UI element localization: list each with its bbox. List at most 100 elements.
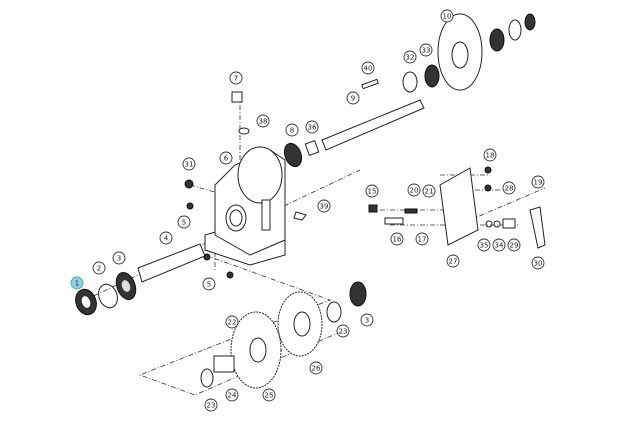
bushing — [502, 218, 516, 229]
callout-25[interactable]: 25 — [262, 388, 276, 402]
callout-19[interactable]: 19 — [531, 175, 545, 189]
callout-3[interactable]: 3 — [360, 313, 374, 327]
callout-circle — [407, 183, 421, 197]
callout-5[interactable]: 5 — [202, 277, 216, 291]
callout-18[interactable]: 18 — [483, 148, 497, 162]
callout-9[interactable]: 9 — [346, 91, 360, 105]
callout-number: 19 — [534, 179, 543, 187]
gear — [277, 291, 323, 357]
callout-36[interactable]: 36 — [305, 120, 319, 134]
spacer — [304, 140, 320, 156]
callout-circle — [346, 91, 360, 105]
callout-circle — [225, 388, 239, 402]
callout-number: 30 — [534, 260, 543, 268]
washer — [238, 127, 250, 135]
callout-number: 17 — [418, 236, 427, 244]
callout-circle — [502, 181, 516, 195]
callout-number: 28 — [505, 185, 514, 193]
cover-plate — [439, 167, 479, 246]
callout-circle — [159, 231, 173, 245]
callout-number: 7 — [234, 75, 238, 83]
callout-23[interactable]: 23 — [336, 324, 350, 338]
callout-34[interactable]: 34 — [492, 238, 506, 252]
callout-number: 39 — [320, 203, 329, 211]
callout-40[interactable]: 40 — [361, 61, 375, 75]
bushing — [213, 355, 235, 373]
callout-1[interactable]: 1 — [70, 276, 84, 290]
callout-17[interactable]: 17 — [415, 232, 429, 246]
callout-circle — [440, 9, 454, 23]
knob — [368, 204, 378, 213]
callout-28[interactable]: 28 — [502, 181, 516, 195]
callout-27[interactable]: 27 — [446, 254, 460, 268]
callout-circle — [403, 50, 417, 64]
callout-39[interactable]: 39 — [317, 199, 331, 213]
callout-number: 23 — [207, 402, 216, 410]
callout-6[interactable]: 6 — [219, 151, 233, 165]
callout-circle — [360, 313, 374, 327]
callout-16[interactable]: 16 — [390, 232, 404, 246]
callout-15[interactable]: 15 — [365, 184, 379, 198]
callout-circle — [70, 276, 84, 290]
handle — [529, 206, 546, 249]
callout-24[interactable]: 24 — [225, 388, 239, 402]
callout-circle — [219, 151, 233, 165]
callout-38[interactable]: 38 — [256, 114, 270, 128]
callout-circle — [225, 315, 239, 329]
callout-33[interactable]: 33 — [419, 43, 433, 57]
callout-5[interactable]: 5 — [177, 215, 191, 229]
callout-number: 38 — [259, 118, 268, 126]
callout-circle — [305, 120, 319, 134]
callout-32[interactable]: 32 — [403, 50, 417, 64]
callout-circle — [177, 215, 191, 229]
callout-number: 24 — [228, 392, 237, 400]
pinion-shaft — [321, 99, 425, 151]
callout-26[interactable]: 26 — [309, 361, 323, 375]
callout-circle — [361, 61, 375, 75]
key — [361, 78, 379, 90]
callout-circle — [182, 157, 196, 171]
callout-circle — [531, 256, 545, 270]
assembly-lines — [84, 95, 546, 396]
callout-number: 25 — [265, 392, 274, 400]
callout-circle — [446, 254, 460, 268]
bearing — [349, 281, 367, 307]
callout-number: 22 — [228, 319, 237, 327]
callout-21[interactable]: 21 — [422, 184, 436, 198]
callout-number: 35 — [480, 242, 489, 250]
callout-circle — [419, 43, 433, 57]
callout-circle — [415, 232, 429, 246]
bearing — [115, 271, 137, 301]
callout-circle — [92, 261, 106, 275]
circlip — [98, 283, 118, 309]
callout-circle — [112, 251, 126, 265]
callout-4[interactable]: 4 — [159, 231, 173, 245]
callout-29[interactable]: 29 — [507, 238, 521, 252]
callout-number: 36 — [308, 124, 317, 132]
callout-number: 31 — [185, 161, 194, 169]
callout-number: 1 — [75, 280, 79, 288]
callout-35[interactable]: 35 — [477, 238, 491, 252]
callout-22[interactable]: 22 — [225, 315, 239, 329]
callout-8[interactable]: 8 — [285, 123, 299, 137]
callout-20[interactable]: 20 — [407, 183, 421, 197]
callout-circle — [507, 238, 521, 252]
callout-7[interactable]: 7 — [229, 71, 243, 85]
callout-3[interactable]: 3 — [112, 251, 126, 265]
callout-number: 23 — [339, 328, 348, 336]
callout-2[interactable]: 2 — [92, 261, 106, 275]
callout-10[interactable]: 10 — [440, 9, 454, 23]
gearbox-housing — [204, 146, 286, 266]
callout-31[interactable]: 31 — [182, 157, 196, 171]
callout-30[interactable]: 30 — [531, 256, 545, 270]
callout-number: 2 — [97, 265, 101, 273]
bearing — [489, 28, 505, 52]
callout-23[interactable]: 23 — [204, 398, 218, 412]
callout-number: 5 — [182, 219, 186, 227]
callout-circle — [202, 277, 216, 291]
callout-circle — [309, 361, 323, 375]
callout-circle — [365, 184, 379, 198]
callout-number: 5 — [207, 281, 211, 289]
